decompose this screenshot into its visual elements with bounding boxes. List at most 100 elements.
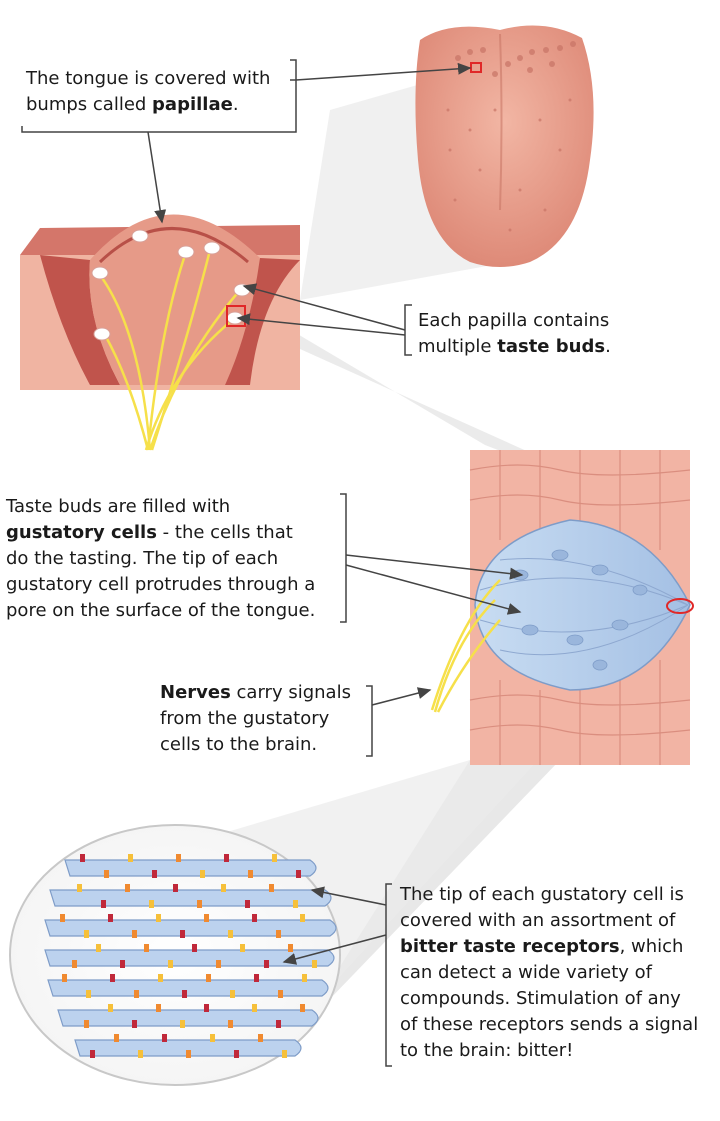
caption-nerves-line1: Nerves carry signals <box>160 680 351 706</box>
receptor-marker <box>173 884 178 892</box>
papillae-bracket <box>21 79 297 133</box>
pore-highlight <box>666 598 694 614</box>
receptor-marker <box>254 974 259 982</box>
receptor-marker <box>108 1004 113 1012</box>
receptor-marker <box>86 990 91 998</box>
receptor-marker <box>282 1050 287 1058</box>
caption-taste-buds-line1: Each papilla contains <box>418 310 610 331</box>
receptors-arrow-2 <box>282 934 387 965</box>
caption-text: . <box>605 336 611 357</box>
receptor-marker <box>168 960 173 968</box>
receptor-marker <box>234 1050 239 1058</box>
caption-gustatory-line2: gustatory cells - the cells that <box>6 520 315 546</box>
receptor-marker <box>276 1020 281 1028</box>
receptor-marker <box>245 900 250 908</box>
receptor-marker <box>156 1004 161 1012</box>
papillae-arrow-tongue <box>295 62 472 81</box>
receptor-marker <box>240 944 245 952</box>
receptor-marker <box>278 990 283 998</box>
receptor-marker <box>149 900 154 908</box>
receptor-marker <box>84 930 89 938</box>
caption-taste-buds: Each papilla contains multiple taste bud… <box>418 308 611 360</box>
receptor-marker <box>134 990 139 998</box>
receptor-marker <box>264 960 269 968</box>
term-taste-buds: taste buds <box>497 336 606 357</box>
caption-gustatory-line5: pore on the surface of the tongue. <box>6 600 316 621</box>
term-papillae: papillae <box>152 94 233 115</box>
receptor-marker <box>258 1034 263 1042</box>
receptor-marker <box>62 974 67 982</box>
receptor-marker <box>132 1020 137 1028</box>
receptor-marker <box>108 914 113 922</box>
receptor-marker <box>101 900 106 908</box>
caption-receptors-line1: The tip of each gustatory cell is <box>400 884 684 905</box>
caption-text: carry signals <box>230 682 351 703</box>
receptor-marker <box>302 974 307 982</box>
caption-papillae-line2: bumps called papillae. <box>26 92 270 118</box>
receptor-marker <box>110 974 115 982</box>
receptor-marker <box>200 870 205 878</box>
receptor-marker <box>90 1050 95 1058</box>
caption-gustatory-line3: do the tasting. The tip of each <box>6 548 279 569</box>
receptor-marker <box>312 960 317 968</box>
receptor-marker <box>162 1034 167 1042</box>
tongue-illustration <box>415 25 594 267</box>
receptors-bracket <box>385 883 392 1067</box>
receptor-marker <box>114 1034 119 1042</box>
receptor-marker <box>80 854 85 862</box>
caption-text: . <box>232 94 239 115</box>
receptor-marker <box>84 1020 89 1028</box>
receptor-marker <box>272 854 277 862</box>
receptor-marker <box>180 1020 185 1028</box>
receptor-marker <box>96 944 101 952</box>
term-nerves: Nerves <box>160 682 231 703</box>
receptor-marker <box>248 870 253 878</box>
receptor-marker <box>144 944 149 952</box>
receptor-marker <box>230 990 235 998</box>
receptor-marker <box>228 930 233 938</box>
receptor-marker <box>204 914 209 922</box>
caption-gustatory-line1: Taste buds are filled with <box>6 496 231 517</box>
receptor-marker <box>60 914 65 922</box>
gustatory-arrow-2 <box>345 564 522 615</box>
caption-receptors-line4: can detect a wide variety of <box>400 962 652 983</box>
caption-nerves-line3: cells to the brain. <box>160 734 318 755</box>
receptor-marker <box>221 884 226 892</box>
caption-receptors-line7: to the brain: bitter! <box>400 1040 574 1061</box>
caption-gustatory-line4: gustatory cell protrudes through a <box>6 574 316 595</box>
caption-nerves: Nerves carry signals from the gustatory … <box>160 680 351 758</box>
receptor-marker <box>228 1020 233 1028</box>
receptor-marker <box>204 1004 209 1012</box>
receptor-marker <box>288 944 293 952</box>
taste-buds-arrow-1 <box>242 283 406 331</box>
caption-receptors-line2: covered with an assortment of <box>400 910 676 931</box>
receptor-marker <box>158 974 163 982</box>
receptor-marker <box>293 900 298 908</box>
taste-bud-illustration <box>430 450 694 765</box>
receptor-marker <box>186 1050 191 1058</box>
caption-papillae: The tongue is covered with bumps called … <box>26 66 270 118</box>
receptor-marker <box>276 930 281 938</box>
caption-text: - the cells that <box>156 522 293 543</box>
term-gustatory-cells: gustatory cells <box>6 522 157 543</box>
taste-buds-arrow-2 <box>236 313 406 336</box>
receptor-illustration <box>9 824 341 1086</box>
receptor-marker <box>224 854 229 862</box>
receptor-marker <box>182 990 187 998</box>
receptor-marker <box>176 854 181 862</box>
receptor-marker <box>152 870 157 878</box>
papilla-illustration <box>20 214 300 451</box>
caption-papillae-line1: The tongue is covered with <box>26 68 271 89</box>
papillae-top-bracket <box>290 59 297 80</box>
receptor-marker <box>252 1004 257 1012</box>
caption-text: multiple <box>418 336 498 357</box>
receptor-marker <box>132 930 137 938</box>
receptor-marker <box>300 1004 305 1012</box>
receptor-marker <box>269 884 274 892</box>
receptor-marker <box>120 960 125 968</box>
caption-receptors-line6: of these receptors sends a signal <box>400 1014 699 1035</box>
caption-receptors-line3: bitter taste receptors, which <box>400 934 698 960</box>
